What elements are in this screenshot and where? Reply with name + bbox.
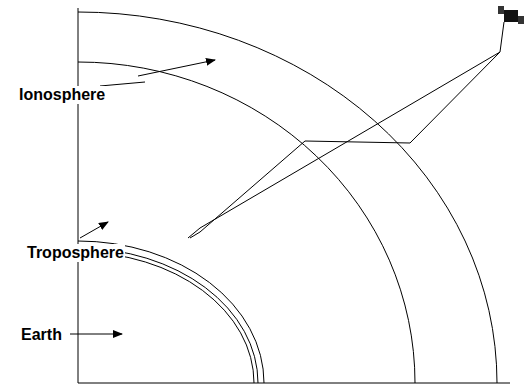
leader-line xyxy=(100,82,145,86)
direct-signal xyxy=(188,52,500,238)
troposphere-arc xyxy=(78,241,264,383)
vertical-axis xyxy=(78,8,79,383)
region-label: Earth xyxy=(20,326,63,344)
refracted-signal xyxy=(190,52,500,238)
earth-surface-arc xyxy=(78,252,254,383)
leader-arrow xyxy=(80,222,108,238)
earth-arc xyxy=(78,248,258,383)
ionosphere-inner-arc xyxy=(78,62,415,383)
satellite-icon xyxy=(498,6,524,52)
leader-arrow xyxy=(70,334,122,335)
leader-arrow xyxy=(138,60,215,76)
region-label: Ionosphere xyxy=(18,86,106,104)
horizontal-axis xyxy=(78,383,510,384)
ionosphere-outer-arc xyxy=(78,12,497,383)
region-label: Troposphere xyxy=(26,244,125,262)
